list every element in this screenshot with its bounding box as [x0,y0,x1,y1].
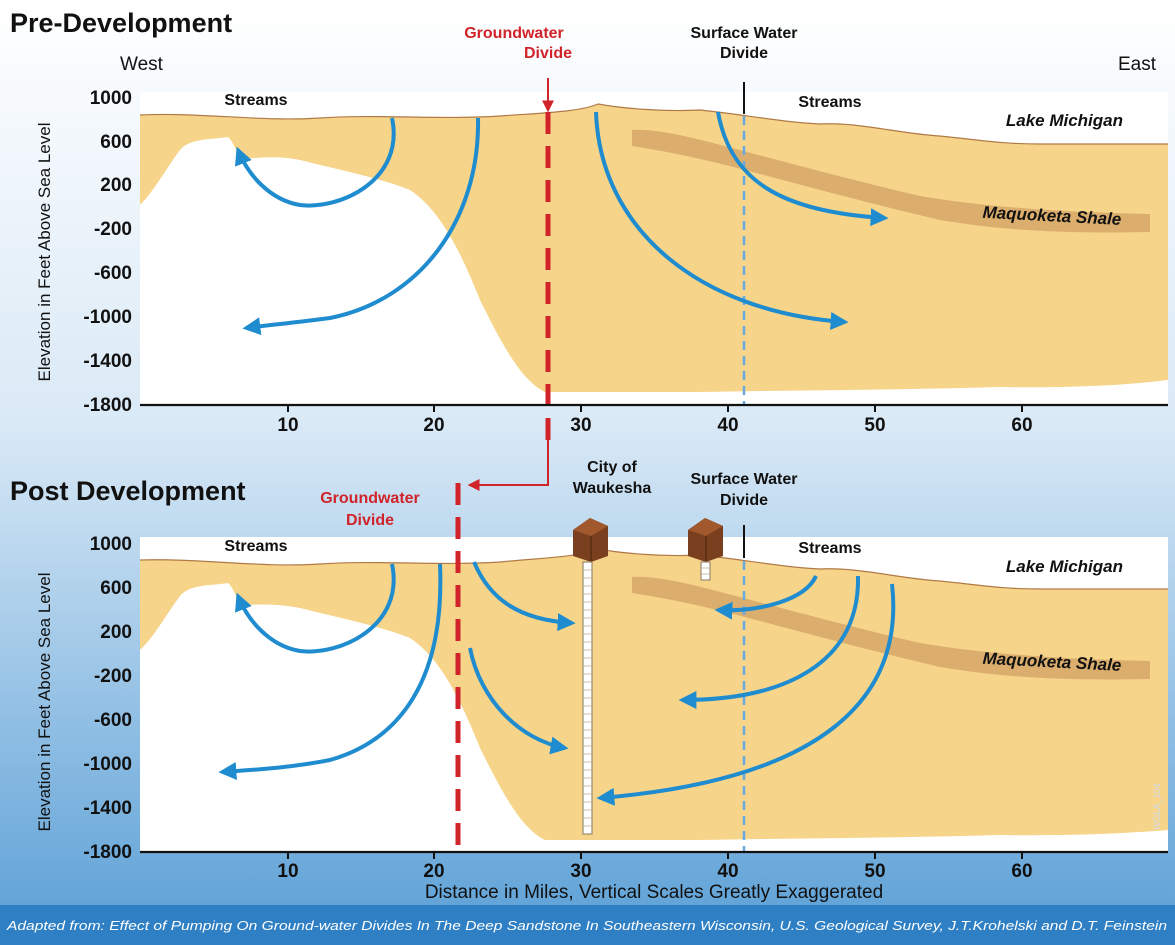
well-screen-icon [700,561,711,581]
post-xtick: 40 [717,861,738,882]
post-xtick: 60 [1011,861,1032,882]
pre-ytick: -200 [94,219,132,240]
post-sandstone [140,549,1168,840]
pre-xtick: 40 [717,415,738,436]
post-y-ticks: 1000 600 200 -200 -600 -1000 -1400 -1800 [83,534,132,863]
post-panel: Post Development [10,459,1168,882]
pre-ytick: 600 [100,132,132,153]
flow-arrow-icon [234,563,396,654]
watermark: WGLA_104 [1152,783,1162,830]
pre-sw-divide-label-2: Divide [720,45,768,62]
post-y-axis-label: Elevation in Feet Above Sea Level [35,573,54,832]
well-screen-icon [582,561,593,835]
pre-gw-divide-label-1: Groundwater [464,25,564,42]
flow-arrow-icon [472,561,576,632]
post-ytick: -1400 [83,798,132,819]
flow-arrow-icon [596,583,896,806]
post-x-ticks: 10 20 30 40 50 60 [277,852,1033,882]
post-title: Post Development [10,476,246,506]
pre-ytick: 200 [100,175,132,196]
pre-y-ticks: 1000 600 200 -200 -600 -1000 -1400 -1800 [83,88,132,416]
pre-xtick: 50 [864,415,885,436]
post-land-surface [139,548,1168,590]
post-streams-right: Streams [798,540,861,557]
flow-arrow-icon [468,647,569,755]
pre-ytick: -1000 [83,307,132,328]
post-ytick: 1000 [90,534,132,555]
post-xtick: 20 [423,861,444,882]
post-maquoketa-shale-layer [632,576,1150,680]
pre-land-surface [139,103,1168,145]
post-ytick: 600 [100,578,132,599]
city-label-1: City of [587,459,637,476]
pre-sw-divide-label-1: Surface Water [691,25,798,42]
pre-ytick: -1800 [83,395,132,416]
city-label-2: Waukesha [573,480,652,497]
flow-arrow-icon [716,111,889,227]
pre-xtick: 30 [570,415,591,436]
pre-ytick: -1400 [83,351,132,372]
pre-lake-label: Lake Michigan [1006,111,1123,130]
pre-gw-divide-label-2: Divide [524,45,572,62]
post-xtick: 30 [570,861,591,882]
east-label: East [1118,54,1157,75]
flow-arrow-icon [234,117,396,208]
post-xtick: 10 [277,861,298,882]
pre-panel: Pre-Development West East Groundwater Di… [10,8,1168,440]
pre-ytick: 1000 [90,88,132,109]
post-ytick: 200 [100,622,132,643]
pre-title: Pre-Development [10,8,232,38]
post-sw-divide-label-2: Divide [720,492,768,509]
flow-arrow-icon [594,111,849,330]
pre-x-ticks: 10 20 30 40 50 60 [277,405,1033,436]
pre-maquoketa-shale-layer [632,129,1150,233]
flow-arrow-icon [714,575,818,620]
west-label: West [120,54,164,75]
pre-xtick: 10 [277,415,298,436]
post-ytick: -1800 [83,842,132,863]
pre-sandstone [140,104,1168,392]
credit-text: Adapted from: Effect of Pumping On Groun… [6,919,1167,933]
pre-y-axis-label: Elevation in Feet Above Sea Level [35,123,54,382]
pre-streams-left: Streams [224,92,287,109]
flow-arrow-icon [242,117,481,336]
post-sw-divide-label-1: Surface Water [691,471,798,488]
flow-arrow-icon [218,563,443,780]
well-house-icon [688,518,723,562]
post-streams-left: Streams [224,538,287,555]
post-ytick: -1000 [83,754,132,775]
post-lake-label: Lake Michigan [1006,557,1123,576]
footer-band [0,905,1175,945]
post-gw-divide-label-2: Divide [346,512,394,529]
post-ytick: -600 [94,710,132,731]
x-axis-label: Distance in Miles, Vertical Scales Great… [425,882,883,903]
post-ytick: -200 [94,666,132,687]
well-house-icon [573,518,608,562]
pre-xtick: 60 [1011,415,1032,436]
divide-shift-arrow [467,440,549,491]
pre-ytick: -600 [94,263,132,284]
pre-streams-right: Streams [798,94,861,111]
flow-arrow-icon [678,575,861,709]
post-xtick: 50 [864,861,885,882]
pre-xtick: 20 [423,415,444,436]
post-gw-divide-label-1: Groundwater [320,490,420,507]
